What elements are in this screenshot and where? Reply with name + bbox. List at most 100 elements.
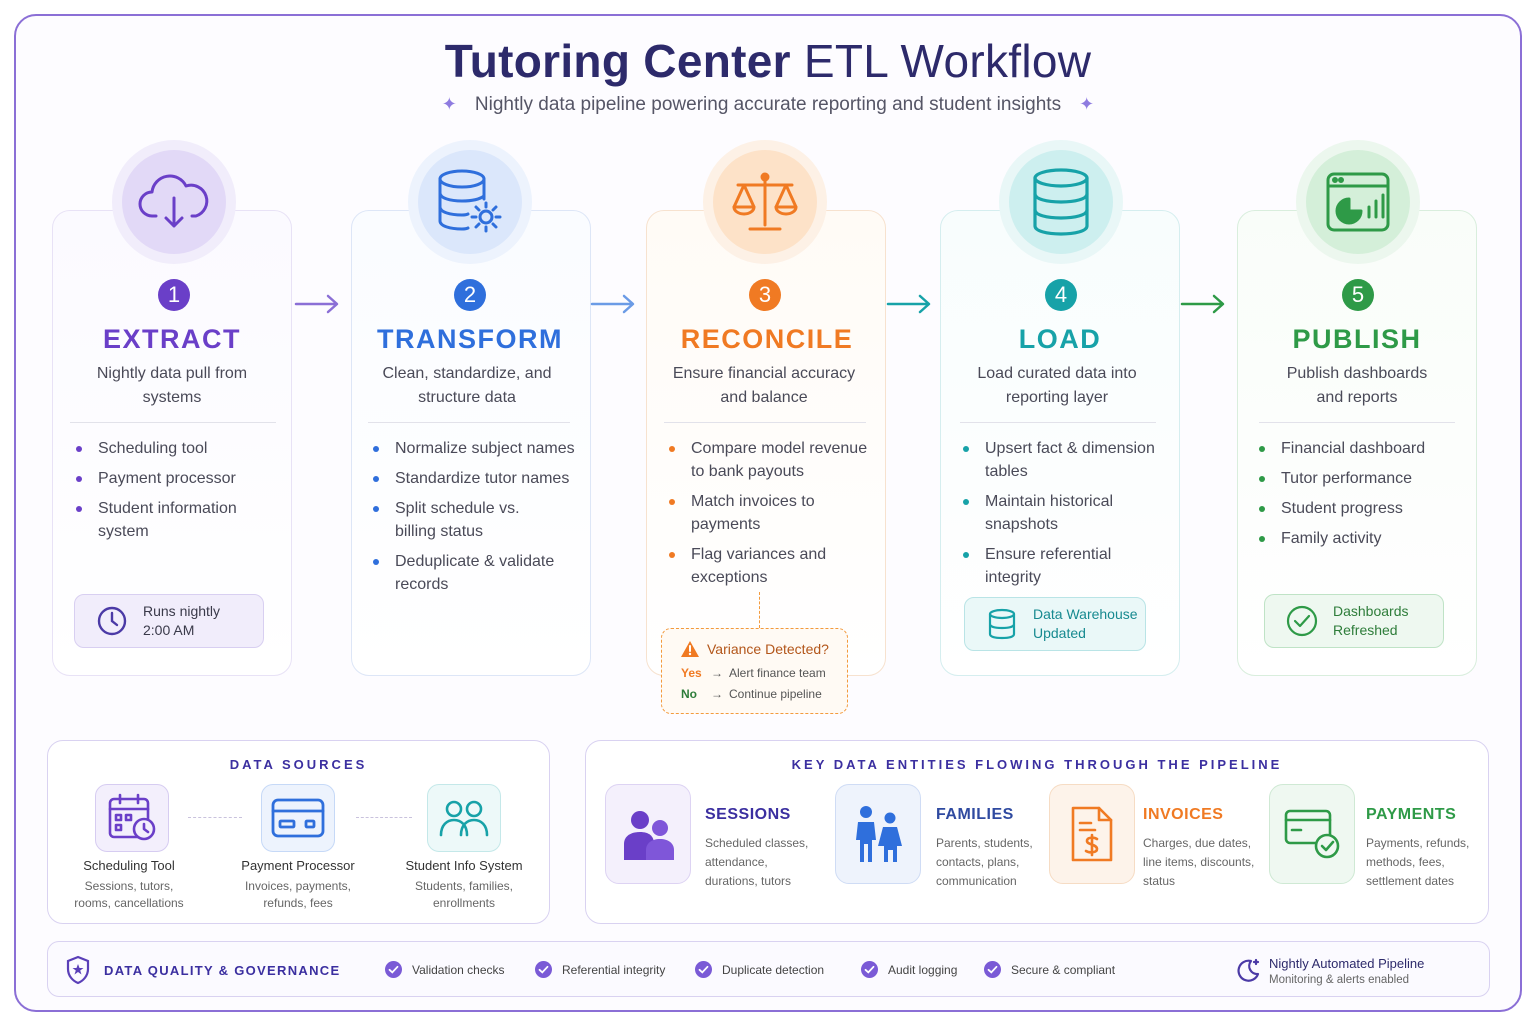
credit-card-icon: [261, 784, 335, 852]
family-icon: [835, 784, 921, 884]
divider: [1259, 422, 1455, 423]
connector-dash: [188, 817, 242, 818]
stage-title: RECONCILE: [680, 324, 854, 354]
variance-decision-box: Variance Detected? Yes → Alert finance t…: [661, 628, 848, 714]
check-badge-icon: [385, 961, 402, 978]
list-item: Student progress: [1257, 497, 1469, 520]
check-badge-icon: [861, 961, 878, 978]
check-badge-icon: [695, 961, 712, 978]
panel-heading: KEY DATA ENTITIES FLOWING THROUGH THE PI…: [791, 757, 1283, 772]
pipeline-status-title: Nightly Automated Pipeline: [1269, 956, 1425, 971]
flow-arrow: [294, 294, 339, 314]
list-item: Tutor performance: [1257, 467, 1469, 490]
stage-title: PUBLISH: [1292, 324, 1422, 354]
governance-item: Referential integrity: [535, 961, 665, 978]
flow-arrow: [1180, 294, 1225, 314]
cloud-download-icon: [122, 150, 226, 254]
stage-title: EXTRACT: [103, 324, 241, 354]
stage-load-icon-ring: [999, 140, 1123, 264]
check-badge-icon: [535, 961, 552, 978]
source-description: Sessions, tutors,rooms, cancellations: [74, 879, 184, 910]
entity-description: Scheduled classes,attendance,durations, …: [705, 836, 809, 888]
source-name: Payment Processor: [241, 858, 355, 873]
list-item: Standardize tutor names: [371, 467, 585, 490]
governance-item: Audit logging: [861, 961, 957, 978]
governance-title: DATA QUALITY & GOVERNANCE: [104, 963, 341, 978]
database-icon: [1009, 150, 1113, 254]
entity-title: PAYMENTS: [1366, 806, 1457, 823]
check-circle-icon: [1286, 605, 1318, 637]
flow-arrow: [886, 294, 931, 314]
list-item: Normalize subject names: [371, 437, 585, 460]
list-item: Financial dashboard: [1257, 437, 1469, 460]
divider: [664, 422, 866, 423]
source-name: Scheduling Tool: [83, 858, 175, 873]
list-item: Split schedule vs.billing status: [371, 497, 585, 543]
database-gear-icon: [418, 150, 522, 254]
arrow-right-icon: →: [711, 666, 723, 680]
source-name: Student Info System: [405, 858, 523, 873]
clock-icon: [97, 606, 127, 636]
stage-publish-icon-ring: [1296, 140, 1420, 264]
entity-title: FAMILIES: [936, 806, 1014, 823]
governance-bar: DATA QUALITY & GOVERNANCE Validation che…: [47, 941, 1490, 997]
page-subtitle: ✦Nightly data pipeline powering accurate…: [441, 94, 1095, 115]
arrow-right-icon: →: [711, 687, 723, 701]
source-description: Students, families,enrollments: [414, 879, 514, 910]
variance-yes-action: Alert finance team: [729, 666, 826, 680]
sparkle-icon: ✦: [1079, 94, 1095, 114]
balance-scale-icon: [713, 150, 817, 254]
moon-icon: [1237, 958, 1260, 982]
stage-bullets: Scheduling tool Payment processor Studen…: [74, 437, 284, 550]
page-title: Tutoring Center ETL Workflow: [444, 35, 1092, 87]
invoice-icon: [1049, 784, 1135, 884]
connector-dash: [356, 817, 412, 818]
stage-extract-icon-ring: [112, 140, 236, 264]
stage-number: 1: [158, 279, 190, 311]
entities-panel: KEY DATA ENTITIES FLOWING THROUGH THE PI…: [585, 740, 1489, 924]
variance-connector: [759, 592, 760, 628]
governance-item: Validation checks: [385, 961, 505, 978]
entity-title: INVOICES: [1143, 806, 1224, 823]
list-item: Scheduling tool: [74, 437, 284, 460]
database-icon: [988, 608, 1016, 640]
stage-number: 2: [454, 279, 486, 311]
variance-title: Variance Detected?: [707, 641, 829, 657]
entity-description: Parents, students,contacts, plans,commun…: [936, 836, 1033, 888]
variance-yes-label: Yes: [681, 666, 702, 680]
stage-reconcile-icon-ring: [703, 140, 827, 264]
stage-bullets: Financial dashboard Tutor performance St…: [1257, 437, 1469, 557]
pipeline-status-subtitle: Monitoring & alerts enabled: [1269, 974, 1409, 986]
divider: [70, 422, 276, 423]
stage-title: LOAD: [1018, 324, 1102, 354]
stage-number: 3: [749, 279, 781, 311]
sparkle-icon: ✦: [441, 94, 457, 114]
warning-icon: [681, 641, 699, 657]
panel-heading: DATA SOURCES: [229, 757, 368, 772]
flow-arrow: [590, 294, 635, 314]
divider: [368, 422, 570, 423]
shield-icon: [66, 955, 90, 985]
people-icon: [605, 784, 691, 884]
stage-bullets: Normalize subject names Standardize tuto…: [371, 437, 585, 603]
entity-title: SESSIONS: [705, 806, 791, 823]
divider: [960, 422, 1156, 423]
list-item: Payment processor: [74, 467, 284, 490]
governance-item: Secure & compliant: [984, 961, 1115, 978]
